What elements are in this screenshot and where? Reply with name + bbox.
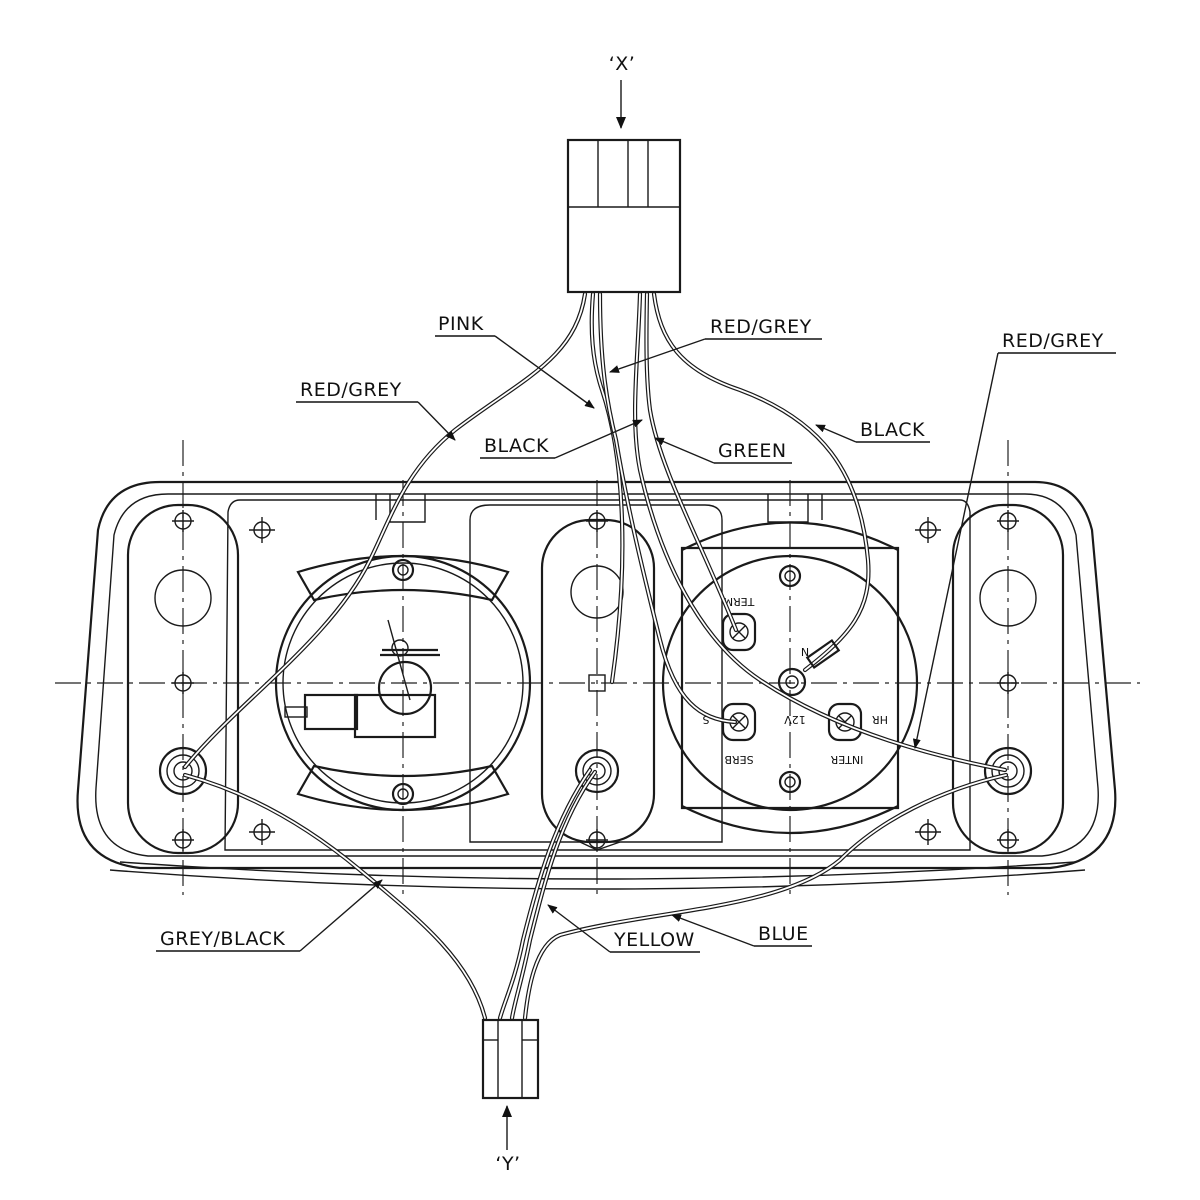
connector-x-label: ‘X’: [609, 53, 636, 75]
label-black-right: BLACK: [860, 419, 925, 441]
terminal-s-label: S: [702, 713, 709, 726]
terminal-term-label: TERM: [724, 595, 756, 608]
wire-labels: PINK RED/GREY RED/GREY BLACK GREEN BLACK…: [156, 313, 1116, 953]
connector-y: ‘Y’: [481, 1018, 540, 1175]
connector-y-label: ‘Y’: [495, 1153, 520, 1175]
wire-blue: [522, 772, 1009, 1021]
right-mount-plate: [951, 503, 1065, 855]
center-strip: [540, 518, 656, 851]
wire-grey-black: [182, 772, 488, 1021]
label-pink: PINK: [438, 313, 484, 335]
instrument-housing: [76, 480, 1117, 890]
right-gauge: [661, 521, 919, 835]
label-red-grey-center: RED/GREY: [710, 316, 812, 338]
terminal-inter-label: INTER: [830, 753, 863, 766]
label-blue: BLUE: [758, 923, 809, 945]
terminal-serb-label: SERB: [724, 753, 753, 766]
left-gauge: [274, 554, 532, 812]
connector-x: ‘X’: [566, 53, 682, 294]
wire-yellow: [509, 769, 598, 1021]
terminal-hr-label: HR: [872, 713, 888, 726]
label-black-center: BLACK: [484, 435, 549, 457]
terminal-12v-label: 12V: [784, 713, 806, 726]
terminal-labels: TERM N S SERB 12V HR INTER: [702, 595, 887, 766]
terminal-n-label: N: [801, 645, 809, 658]
label-red-grey-right: RED/GREY: [1002, 330, 1104, 352]
left-mount-plate: [126, 503, 240, 855]
wire-pink: [589, 291, 625, 685]
screw-heads: [172, 510, 1019, 851]
label-green: GREEN: [718, 440, 787, 462]
wires: [182, 291, 1009, 1021]
label-grey-black: GREY/BLACK: [160, 928, 285, 950]
label-red-grey-left: RED/GREY: [300, 379, 402, 401]
label-yellow: YELLOW: [613, 929, 695, 951]
